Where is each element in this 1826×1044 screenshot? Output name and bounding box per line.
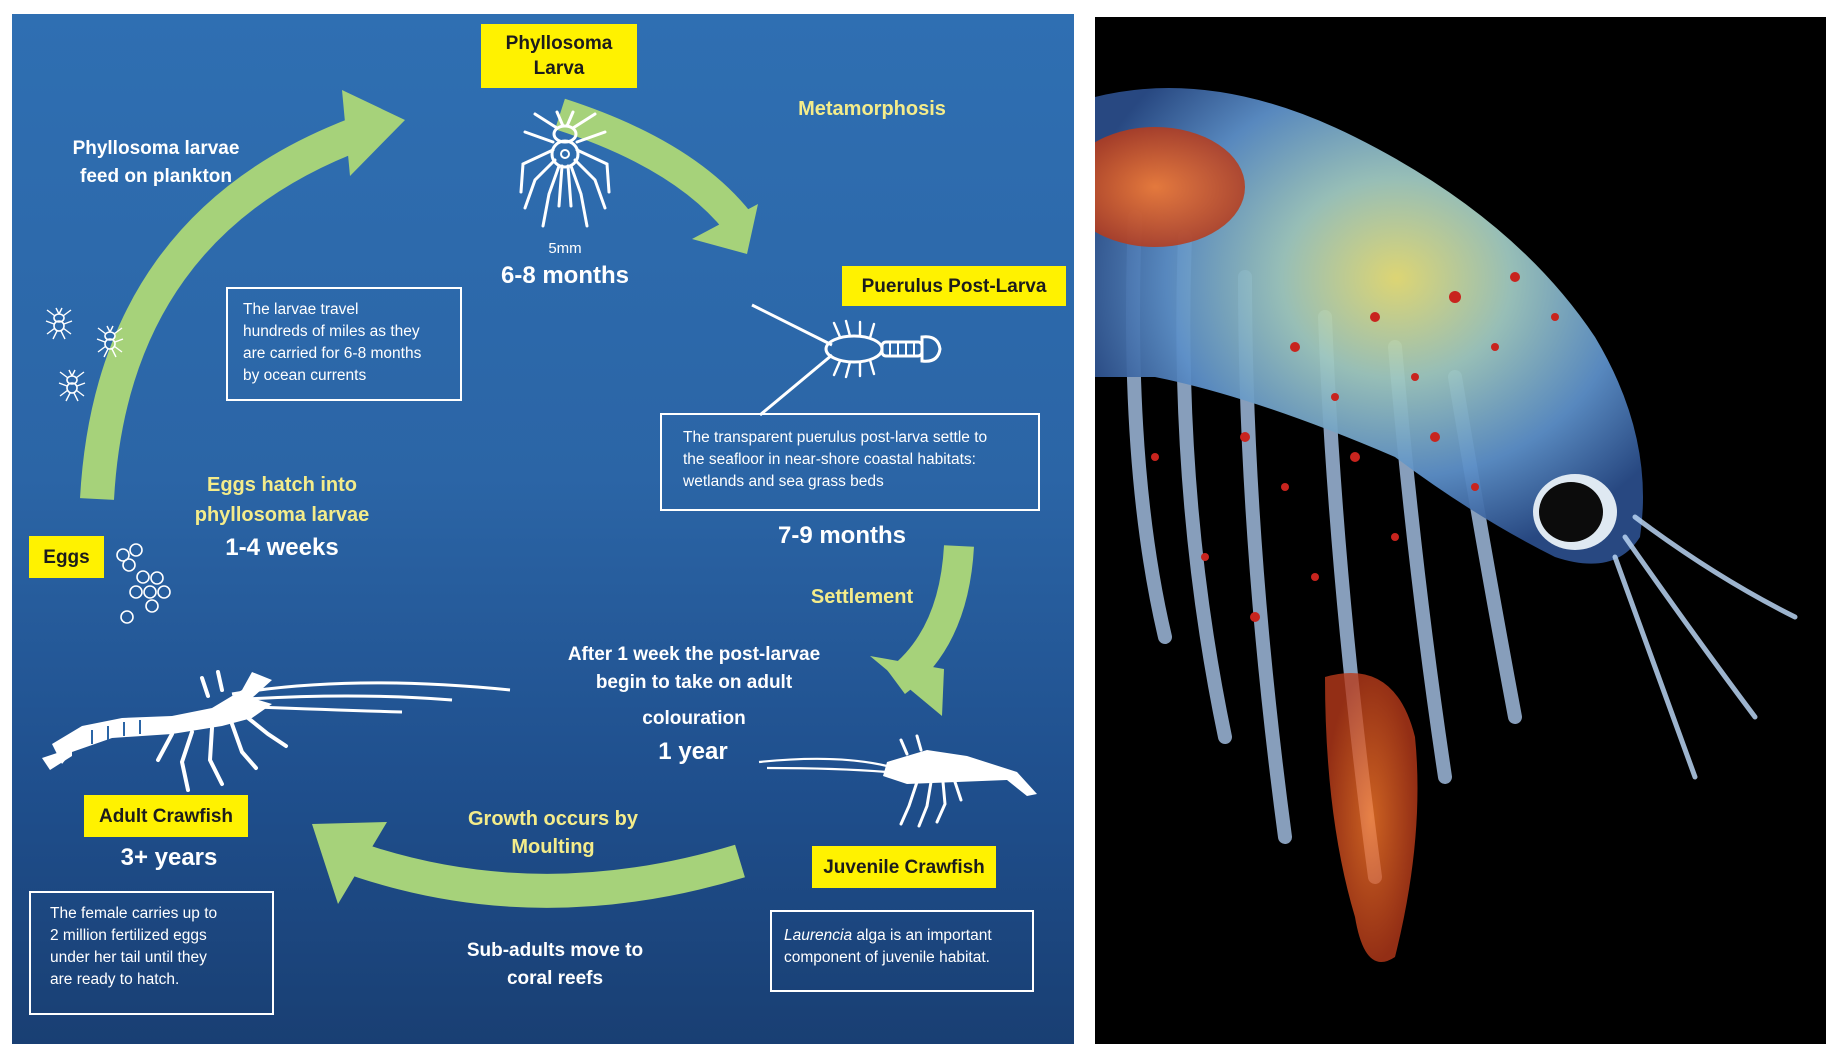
stage-label-puerulus: Puerulus Post-Larva: [842, 266, 1066, 306]
puerulus-icon: [752, 305, 940, 415]
info-box-female-eggs: The female carries up to 2 million ferti…: [29, 891, 274, 1015]
transition-settlement: Settlement: [782, 586, 942, 609]
note-subadult-line2: coral reefs: [432, 968, 678, 990]
adult-crawfish-icon: [42, 672, 510, 790]
note-subadult-line1: Sub-adults move to: [432, 940, 678, 962]
note-postlarvae-line3: colouration: [532, 708, 856, 730]
transition-growth-line1: Growth occurs by: [430, 808, 676, 831]
stage-label-juvenile: Juvenile Crawfish: [812, 846, 996, 888]
transition-hatch-line2: phyllosoma larvae: [162, 504, 402, 527]
larva-photo-illustration: [1095, 17, 1826, 1044]
arrow-settlement: [870, 546, 959, 716]
info-line: by ocean currents: [243, 365, 460, 387]
life-cycle-diagram: Phyllosoma Larva Puerulus Post-Larva Egg…: [12, 14, 1074, 1044]
note-feed-line2: feed on plankton: [36, 166, 276, 188]
info-box-juvenile-habitat: Laurencia alga is an important component…: [770, 910, 1034, 992]
eggs-duration: 1-4 weeks: [182, 534, 382, 562]
note-postlarvae-line1: After 1 week the post-larvae: [532, 644, 856, 666]
note-postlarvae-line2: begin to take on adult: [532, 672, 856, 694]
info-line: Laurencia alga is an important: [784, 925, 1032, 947]
info-line: wetlands and sea grass beds: [683, 471, 1038, 493]
transition-hatch-line1: Eggs hatch into: [162, 474, 402, 497]
arrow-metamorphosis: [560, 114, 758, 254]
arrow-growth: [312, 822, 740, 904]
stage-label-phyllosoma: Phyllosoma Larva: [481, 24, 637, 88]
phyllosoma-duration: 6-8 months: [482, 262, 648, 290]
note-feed-line1: Phyllosoma larvae: [36, 138, 276, 160]
info-line: hundreds of miles as they: [243, 321, 460, 343]
juvenile-crawfish-icon: [759, 736, 1037, 826]
info-line: 2 million fertilized eggs: [50, 925, 272, 947]
info-line: the seafloor in near-shore coastal habit…: [683, 449, 1038, 471]
info-line-rest: alga is an important: [852, 927, 992, 944]
info-line: are ready to hatch.: [50, 969, 272, 991]
juvenile-duration: 1 year: [610, 738, 776, 766]
info-line: The larvae travel: [243, 299, 460, 321]
larva-photo: [1095, 17, 1826, 1044]
stage-label-adult: Adult Crawfish: [84, 795, 248, 837]
info-line: The female carries up to: [50, 903, 272, 925]
phyllosoma-size: 5mm: [532, 240, 598, 257]
adult-duration: 3+ years: [86, 844, 252, 872]
laurencia-italic: Laurencia: [784, 927, 852, 944]
info-box-larvae-travel: The larvae travel hundreds of miles as t…: [226, 287, 462, 401]
info-line: component of juvenile habitat.: [784, 947, 1032, 969]
transition-growth-line2: Moulting: [430, 836, 676, 859]
stage-label-eggs: Eggs: [29, 536, 104, 578]
info-box-puerulus-settle: The transparent puerulus post-larva sett…: [660, 413, 1040, 511]
stage-label-phyllosoma-line2: Larva: [481, 56, 637, 81]
info-line: The transparent puerulus post-larva sett…: [683, 427, 1038, 449]
eggs-icon: [117, 544, 170, 623]
info-line: under her tail until they: [50, 947, 272, 969]
puerulus-duration: 7-9 months: [742, 522, 942, 550]
info-line: are carried for 6-8 months: [243, 343, 460, 365]
transition-metamorphosis: Metamorphosis: [767, 98, 977, 121]
stage-label-phyllosoma-line1: Phyllosoma: [481, 31, 637, 56]
